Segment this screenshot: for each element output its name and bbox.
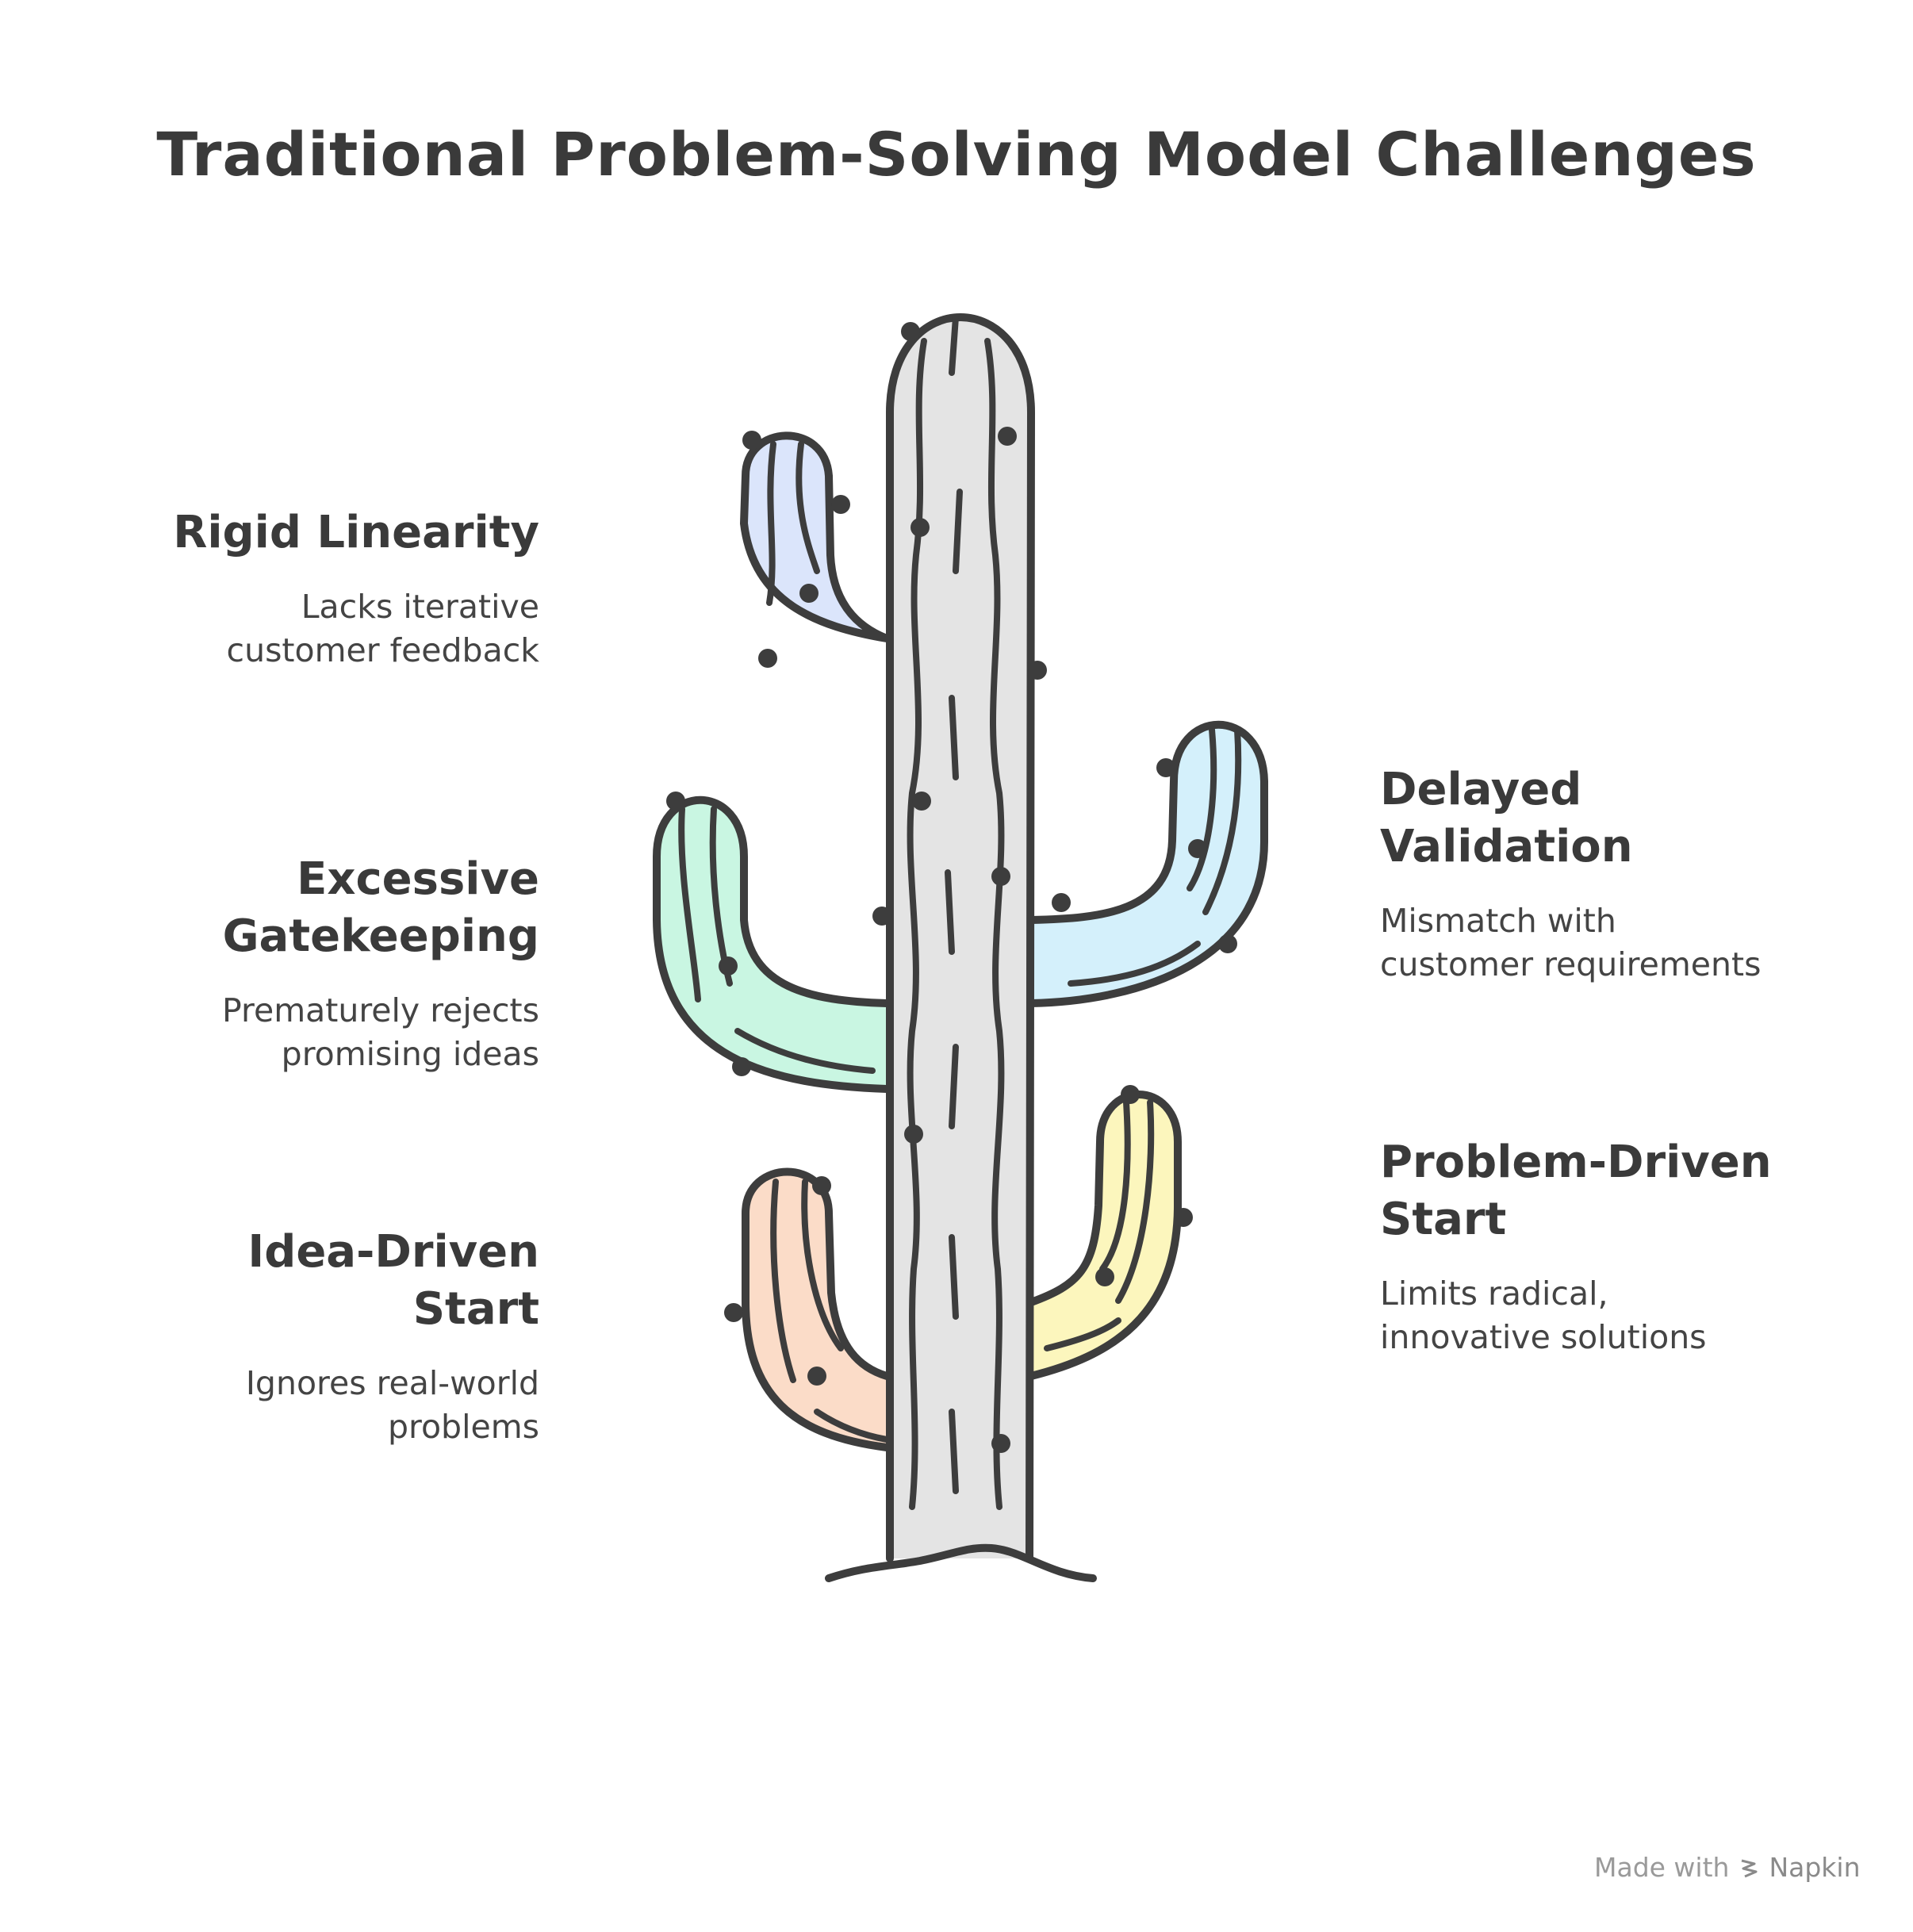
item-delayed-validation: Delayed Validation Mismatch with custome… xyxy=(1380,761,1840,987)
arm-idea-driven-start xyxy=(742,1167,891,1451)
item-idea-driven-start: Idea-Driven Start Ignores real-world pro… xyxy=(95,1224,539,1449)
napkin-brand: Napkin xyxy=(1769,1852,1861,1883)
item-description: Ignores real-world problems xyxy=(245,1364,539,1446)
item-description: Prematurely rejects promising ideas xyxy=(222,991,539,1073)
arm-ridge xyxy=(770,1179,890,1443)
arm-ridge xyxy=(1068,726,1242,987)
trunk-ridge xyxy=(984,338,1005,1510)
item-rigid-linearity: Rigid Linearity Lacks iterative customer… xyxy=(95,504,539,673)
made-with-napkin[interactable]: Made with Napkin xyxy=(1594,1852,1861,1883)
item-problem-driven-start: Problem-Driven Start Limits radical, inn… xyxy=(1380,1134,1840,1359)
diagram-title: Traditional Problem-Solving Model Challe… xyxy=(156,119,1757,190)
ground-line xyxy=(825,1543,1097,1582)
arm-problem-driven-start xyxy=(1027,1091,1182,1380)
item-heading: Delayed Validation xyxy=(1380,764,1633,872)
item-excessive-gatekeeping: Excessive Gatekeeping Prematurely reject… xyxy=(95,851,539,1076)
item-heading: Problem-Driven Start xyxy=(1380,1137,1772,1245)
arm-delayed-validation xyxy=(1027,720,1269,1007)
item-description: Lacks iterative customer feedback xyxy=(226,588,539,669)
napkin-logo-icon xyxy=(1742,1859,1758,1877)
item-heading: Excessive Gatekeeping xyxy=(222,853,539,962)
item-description: Limits radical, innovative solutions xyxy=(1380,1275,1707,1356)
item-heading: Idea-Driven Start xyxy=(247,1226,539,1335)
arm-ridge xyxy=(766,441,820,606)
item-description: Mismatch with customer requirements xyxy=(1380,902,1762,983)
item-heading: Rigid Linearity xyxy=(173,507,539,558)
made-with-text: Made with xyxy=(1594,1852,1730,1883)
arm-ridge xyxy=(1044,1099,1155,1351)
trunk-ridge xyxy=(945,314,963,1494)
arm-rigid-linearity xyxy=(740,431,891,642)
